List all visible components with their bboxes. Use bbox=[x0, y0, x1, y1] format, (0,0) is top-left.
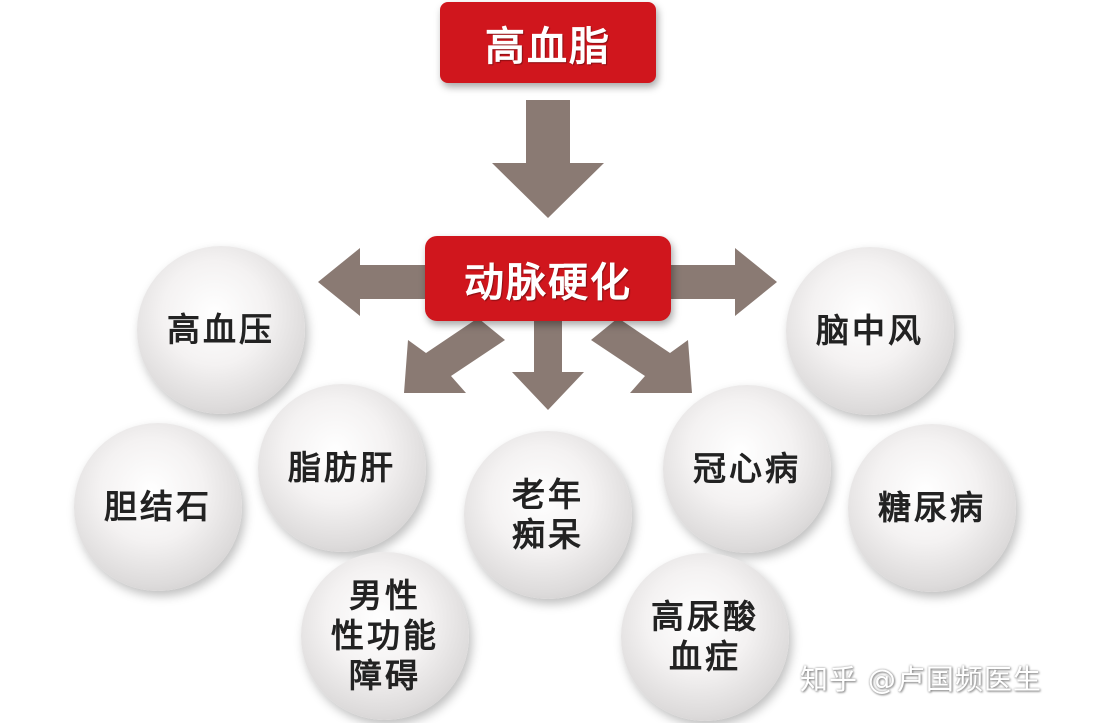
down-arrow-top bbox=[492, 100, 604, 218]
arteriosclerosis-box: 动脉硬化 bbox=[425, 236, 671, 321]
circle-label: 胆结石 bbox=[104, 487, 212, 526]
circle-dementia: 老年 痴呆 bbox=[464, 431, 632, 599]
circle-label: 糖尿病 bbox=[878, 488, 986, 527]
hyperlipidemia-box: 高血脂 bbox=[440, 2, 656, 83]
down-left-arrow bbox=[404, 318, 505, 393]
circle-label-line3: 障碍 bbox=[349, 656, 421, 695]
left-arrow bbox=[318, 248, 430, 316]
circle-gallstones: 胆结石 bbox=[74, 423, 242, 591]
down-arrow-center bbox=[512, 318, 584, 410]
circle-label-line2: 血症 bbox=[669, 637, 741, 676]
circle-label: 高血压 bbox=[167, 310, 275, 349]
circle-hypertension: 高血压 bbox=[137, 246, 305, 414]
right-arrow bbox=[665, 248, 777, 316]
circle-label-line1: 高尿酸 bbox=[651, 597, 759, 636]
circle-label-line1: 男性 bbox=[349, 576, 421, 615]
circle-fatty-liver: 脂肪肝 bbox=[258, 384, 426, 552]
circle-male-sexual-dysfunction: 男性 性功能 障碍 bbox=[301, 552, 469, 720]
circle-label: 脂肪肝 bbox=[288, 448, 396, 487]
circle-label-line1: 老年 bbox=[512, 475, 584, 514]
circle-label-line2: 痴呆 bbox=[512, 515, 584, 554]
circle-coronary: 冠心病 bbox=[663, 385, 831, 553]
circle-stroke: 脑中风 bbox=[786, 247, 954, 415]
circle-hyperuricemia: 高尿酸 血症 bbox=[621, 553, 789, 721]
down-right-arrow bbox=[591, 318, 692, 393]
circle-label-line2: 性功能 bbox=[331, 616, 439, 655]
watermark: 知乎 @卢国频医生 bbox=[800, 663, 1042, 696]
circle-label: 冠心病 bbox=[693, 449, 801, 488]
circle-label: 脑中风 bbox=[816, 311, 924, 350]
circle-diabetes: 糖尿病 bbox=[848, 424, 1016, 592]
